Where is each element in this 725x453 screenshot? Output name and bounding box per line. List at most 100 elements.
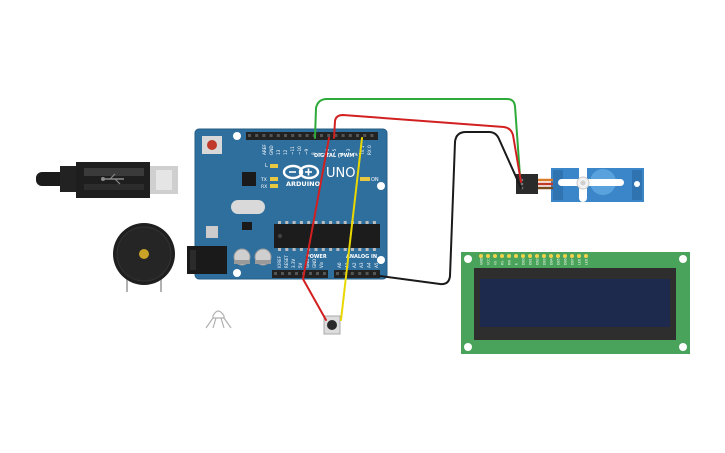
header-pin-hole[interactable] — [305, 134, 309, 137]
power-pin-label: GND — [305, 259, 310, 268]
lcd-pin-label: DB6 — [564, 258, 568, 265]
l-led-label: L — [265, 163, 268, 169]
digital-pin-label: 12 — [283, 149, 288, 155]
lcd-pin[interactable] — [507, 254, 511, 258]
lcd-pin[interactable] — [493, 254, 497, 258]
lcd-pin[interactable] — [528, 254, 532, 258]
header-pin-hole[interactable] — [350, 272, 354, 275]
lcd-pin-label: DB3 — [543, 258, 547, 265]
lcd-pin-label: E — [515, 263, 519, 265]
wire-red-button[interactable] — [302, 137, 330, 321]
lcd-pin[interactable] — [577, 254, 581, 258]
digital-pin-label: 7 — [318, 152, 323, 155]
header-pin-hole[interactable] — [274, 272, 277, 275]
digital-pin-label: ~10 — [297, 146, 302, 155]
analog-header[interactable] — [334, 270, 380, 278]
wire-red-servo[interactable] — [333, 114, 522, 183]
power-jack[interactable] — [187, 246, 227, 274]
header-pin-hole[interactable] — [298, 134, 302, 137]
analog-pin-label: A2 — [352, 262, 357, 268]
lcd-pin-label: VCC — [487, 258, 491, 265]
lcd-pin-label: DB1 — [529, 258, 533, 265]
lcd-pin[interactable] — [563, 254, 567, 258]
lcd-pin-label: V0 — [494, 261, 498, 265]
arduino-uno-board[interactable]: L TX RX ON ARDUINO UNO DIGITAL (PWM~) AR… — [187, 128, 388, 280]
power-pin-label: Vin — [319, 261, 324, 268]
header-pin-hole[interactable] — [363, 134, 367, 137]
digital-pin-label: 13 — [276, 149, 281, 155]
header-pin-hole[interactable] — [295, 272, 298, 275]
header-pin-hole[interactable] — [348, 134, 352, 137]
usb-cable[interactable] — [36, 162, 178, 198]
on-led-label: ON — [371, 177, 379, 183]
micro-servo[interactable] — [516, 164, 644, 202]
servo-horn[interactable] — [558, 164, 624, 202]
digital-pin-label: ~9 — [304, 148, 309, 155]
digital-pin-label: 8 — [311, 152, 316, 155]
lcd-pin-label: RW — [508, 259, 512, 265]
lcd-pin[interactable] — [570, 254, 574, 258]
lcd-pin-label: GND — [480, 257, 484, 265]
header-pin-hole[interactable] — [255, 134, 259, 137]
header-pin-hole[interactable] — [262, 134, 266, 137]
lcd-pin-label: DB2 — [536, 258, 540, 265]
header-pin-hole[interactable] — [341, 134, 345, 137]
power-header[interactable] — [272, 270, 328, 278]
header-pin-hole[interactable] — [334, 134, 338, 137]
wire-green[interactable] — [314, 98, 521, 177]
digital-pwm-label: DIGITAL (PWM~) — [314, 153, 361, 159]
header-pin-hole[interactable] — [373, 272, 376, 275]
power-pin-label: RESET — [284, 255, 289, 268]
wires — [302, 98, 522, 321]
lcd-screen — [480, 279, 670, 327]
lcd-pin[interactable] — [486, 254, 490, 258]
header-pin-hole[interactable] — [309, 272, 312, 275]
lcd-pin[interactable] — [556, 254, 560, 258]
header-pin-hole[interactable] — [291, 134, 295, 137]
lcd-pin-label: DB5 — [557, 258, 561, 265]
header-pin-hole[interactable] — [320, 134, 323, 137]
header-pin-hole[interactable] — [316, 272, 319, 275]
lcd-pin[interactable] — [514, 254, 518, 258]
header-pin-hole[interactable] — [248, 134, 251, 137]
analog-pin-label: A4 — [367, 262, 372, 268]
header-pin-hole[interactable] — [336, 272, 339, 275]
header-pin-hole[interactable] — [323, 272, 326, 275]
lcd-pin[interactable] — [500, 254, 504, 258]
header-pin-hole[interactable] — [276, 134, 280, 137]
lcd-pin[interactable] — [479, 254, 483, 258]
header-pin-hole[interactable] — [365, 272, 369, 275]
header-pin-hole[interactable] — [281, 272, 284, 275]
reset-button[interactable] — [202, 136, 222, 154]
wire-yellow[interactable] — [340, 137, 363, 321]
header-pin-hole[interactable] — [269, 134, 273, 137]
digital-pin-label: TX 1 — [360, 145, 365, 156]
lcd-pin[interactable] — [549, 254, 553, 258]
header-pin-hole[interactable] — [288, 272, 291, 275]
header-pin-hole[interactable] — [356, 134, 359, 137]
lcd-pin[interactable] — [542, 254, 546, 258]
digital-header[interactable] — [246, 132, 378, 140]
digital-pin-label: ~3 — [346, 148, 351, 155]
lcd-pin[interactable] — [584, 254, 588, 258]
wire-black[interactable] — [379, 131, 522, 286]
header-pin-hole[interactable] — [370, 134, 374, 137]
analog-in-label: ANALOG IN — [346, 254, 377, 260]
header-pin-hole[interactable] — [358, 272, 362, 275]
header-pin-hole[interactable] — [343, 272, 347, 275]
lcd-pin-label: RS — [501, 261, 505, 265]
digital-pin-label: ~5 — [332, 148, 337, 155]
digital-pin-label: 4 — [339, 152, 344, 155]
header-pin-hole[interactable] — [327, 134, 331, 137]
power-pin-label: 3.3V — [291, 259, 296, 268]
lcd-pin[interactable] — [521, 254, 525, 258]
digital-pin-label: GND — [269, 145, 274, 155]
piezo-buzzer[interactable] — [113, 223, 175, 292]
rgb-led[interactable] — [205, 310, 232, 329]
header-pin-hole[interactable] — [284, 134, 287, 137]
arduino-model-text: UNO — [326, 166, 355, 181]
lcd-pin[interactable] — [535, 254, 539, 258]
capacitors — [233, 248, 272, 266]
digital-pin-label: 2 — [353, 152, 358, 155]
